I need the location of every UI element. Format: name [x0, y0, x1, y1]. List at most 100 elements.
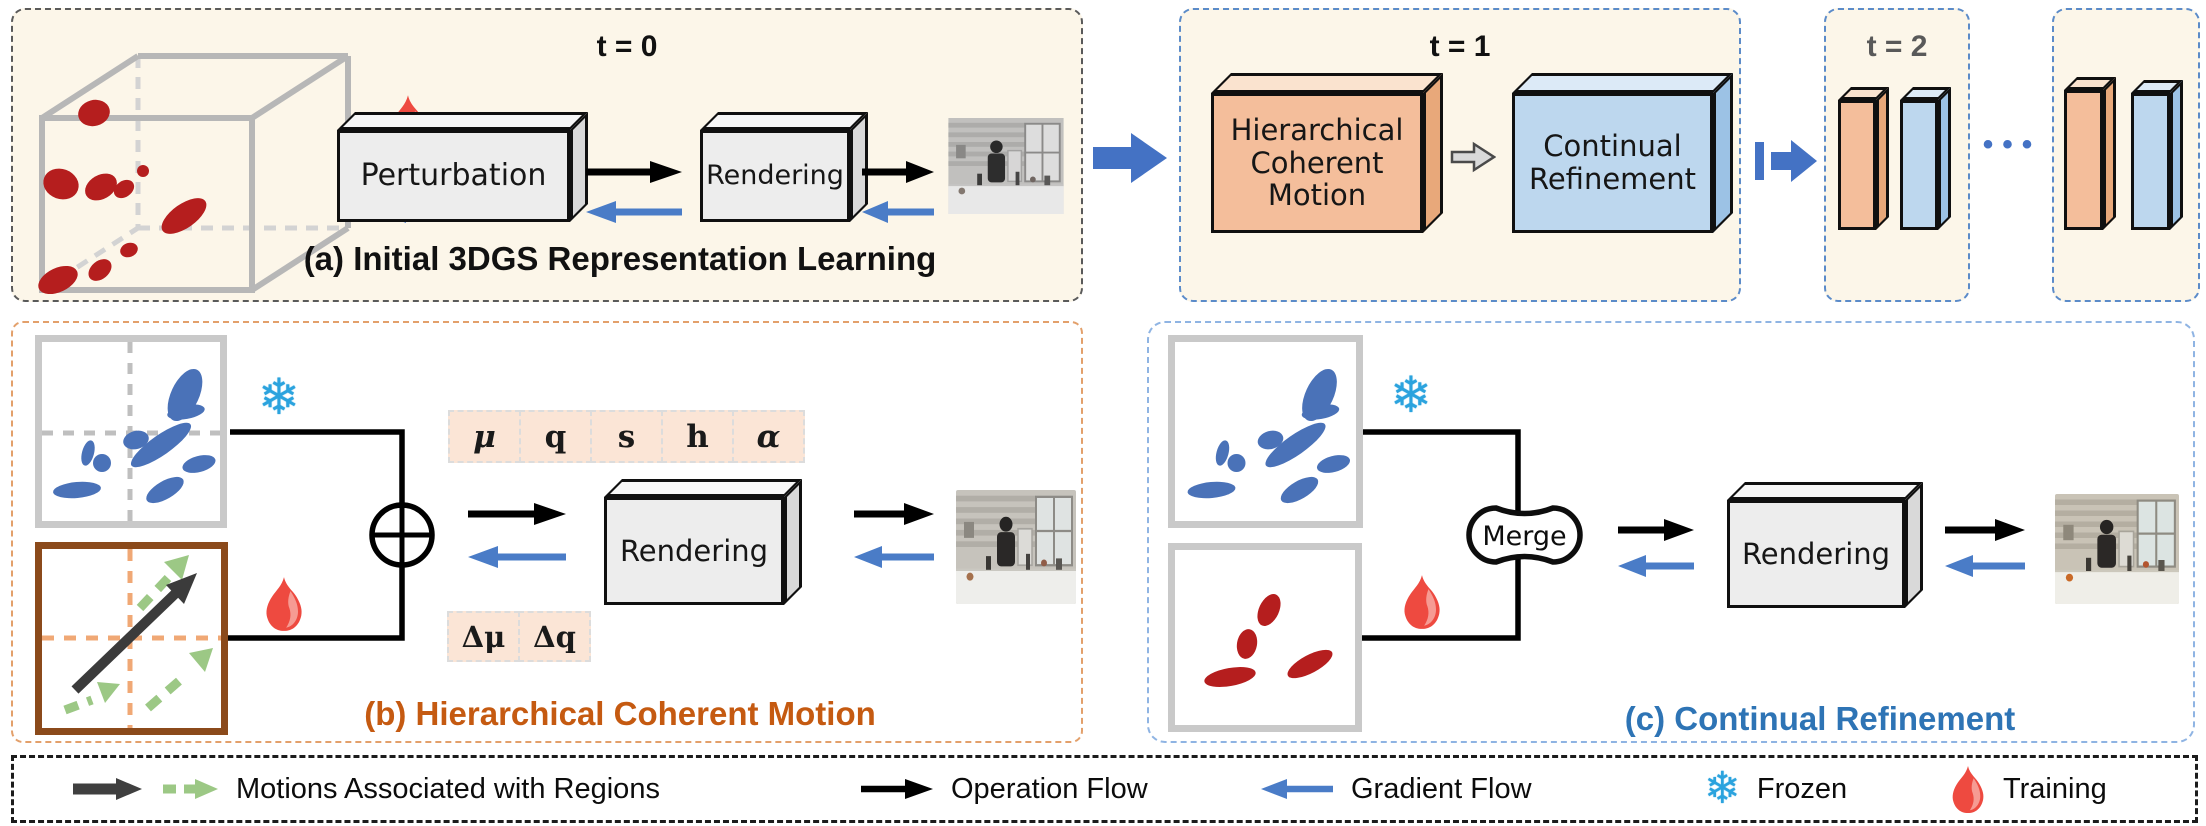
- hollow-arrow-icon: [1450, 141, 1496, 173]
- box-side-face: [1905, 482, 1923, 608]
- legend-label: Training: [2003, 772, 2107, 805]
- red-gaussians-new: [1204, 594, 1333, 687]
- next-step-block-arrow: [1093, 133, 1167, 183]
- param-alpha: α: [732, 410, 805, 463]
- hcm-bar: [2064, 77, 2116, 230]
- blue-gaussians: [53, 368, 216, 504]
- legend-item-training: Training: [1949, 758, 2107, 820]
- perturbation-box: Perturbation: [337, 112, 588, 222]
- fire-icon: [1952, 765, 1984, 813]
- panel-c-caption: (c) Continual Refinement: [1624, 700, 2016, 737]
- new-gaussians-frame: [1168, 543, 1362, 732]
- gradient-flow-arrow: [586, 201, 682, 223]
- hcm-bar: [1838, 87, 1889, 230]
- green-motion-arrows: [63, 555, 213, 715]
- bar-side-face: [2170, 80, 2183, 230]
- frozen-gaussians-frame: [35, 335, 227, 528]
- box-top-face: [337, 112, 588, 130]
- hcm-label: Hierarchical Coherent Motion: [1230, 112, 1404, 213]
- legend-item-frozen: ❄ Frozen: [1704, 758, 1847, 820]
- resume-block-arrow: [1755, 140, 1817, 182]
- blue-gaussians-with-regions: [42, 342, 220, 521]
- box-top-face: [1512, 73, 1733, 93]
- gradient-flow-arrow: [862, 201, 934, 223]
- param-q: q: [519, 410, 592, 463]
- operation-flow-arrow: [1618, 519, 1694, 541]
- rendered-image-b: [956, 490, 1076, 604]
- snowflake-icon: ❄: [258, 368, 300, 426]
- bar-front-face: [2131, 93, 2170, 230]
- operation-flow-arrow: [862, 161, 934, 183]
- panel-t1-time-label: t = 1: [1429, 30, 1491, 63]
- legend-item-operation-flow: Operation Flow: [859, 758, 1148, 820]
- delta-params-row: Δμ Δq: [447, 611, 591, 662]
- legend-item-region-motions: Motions Associated with Regions: [70, 758, 660, 820]
- red-gaussians: [38, 99, 207, 295]
- snowflake-icon: ❄: [1704, 763, 1741, 814]
- box-front-face: Rendering: [1727, 500, 1905, 608]
- panel-a-caption: (a) Initial 3DGS Representation Learning: [303, 240, 937, 277]
- global-motion-arrow: [71, 573, 197, 694]
- cr-bar: [2131, 80, 2183, 230]
- perturbation-label: Perturbation: [360, 158, 547, 194]
- box-front-face: Continual Refinement: [1512, 93, 1713, 233]
- bar-front-face: [1838, 100, 1876, 230]
- box-top-face: [1727, 482, 1923, 500]
- box-front-face: Perturbation: [337, 130, 570, 222]
- bar-side-face: [1876, 87, 1889, 230]
- merge-connectors-b: [228, 429, 435, 641]
- box-side-face: [1423, 73, 1443, 233]
- legend-label: Motions Associated with Regions: [236, 772, 660, 805]
- gaussian-cube: [38, 53, 351, 295]
- param-mu: μ: [448, 410, 521, 463]
- legend-bar: Motions Associated with Regions Operatio…: [11, 755, 2198, 823]
- bar-front-face: [2064, 90, 2103, 230]
- cr-bar: [1900, 87, 1951, 230]
- panel-a-time-label: t = 0: [596, 30, 658, 63]
- region-motion-frame: [35, 542, 228, 735]
- blue-arrow-icon: [1261, 779, 1333, 799]
- param-delta-mu: Δμ: [447, 611, 520, 662]
- rendering-label: Rendering: [619, 533, 769, 568]
- box-front-face: Rendering: [604, 497, 784, 605]
- cube-hidden-edges: [40, 56, 348, 293]
- global-motion-arrow-icon: [73, 778, 142, 800]
- rendering-label: Rendering: [1741, 536, 1891, 571]
- snowflake-icon: ❄: [1390, 366, 1432, 424]
- cr-label: Continual Refinement: [1528, 129, 1697, 196]
- gradient-flow-arrow: [854, 546, 934, 568]
- continual-refinement-box: Continual Refinement: [1512, 73, 1733, 233]
- operation-flow-arrow: [1945, 519, 2025, 541]
- rendering-box-c: Rendering: [1727, 482, 1923, 608]
- param-h: h: [661, 410, 734, 463]
- rendered-image-a: [947, 118, 1065, 214]
- box-top-face: [604, 479, 802, 497]
- merge-connectors-c: Merge: [1362, 429, 1583, 641]
- black-arrow-icon: [861, 779, 933, 799]
- box-side-face: [784, 479, 802, 605]
- operation-flow-arrow: [468, 503, 566, 525]
- gaussian-params-row: μ q s h α: [448, 410, 805, 463]
- region-motions: [42, 549, 221, 728]
- legend-label: Frozen: [1756, 772, 1848, 805]
- box-front-face: Rendering: [700, 130, 850, 222]
- bar-side-face: [1938, 87, 1951, 230]
- green-motion-arrow-icon: [163, 779, 218, 799]
- hierarchical-coherent-motion-box: Hierarchical Coherent Motion: [1211, 73, 1443, 233]
- blue-gaussians: [1187, 368, 1351, 504]
- panel-b-caption: (b) Hierarchical Coherent Motion: [364, 695, 876, 732]
- operation-flow-arrow: [586, 161, 682, 183]
- box-front-face: Hierarchical Coherent Motion: [1211, 93, 1423, 233]
- ellipsis-dots: •••: [1982, 128, 2042, 161]
- box-top-face: [700, 112, 868, 130]
- bar-front-face: [1900, 100, 1938, 230]
- panel-t2-time-label: t = 2: [1866, 30, 1928, 63]
- rendering-box-a: Rendering: [700, 112, 868, 222]
- merge-blob: [1466, 505, 1583, 565]
- rendering-label: Rendering: [706, 159, 844, 191]
- merge-label: Merge: [1482, 521, 1566, 552]
- gradient-flow-arrow: [1945, 555, 2025, 577]
- gradient-flow-arrow: [1618, 555, 1694, 577]
- box-side-face: [1713, 73, 1733, 233]
